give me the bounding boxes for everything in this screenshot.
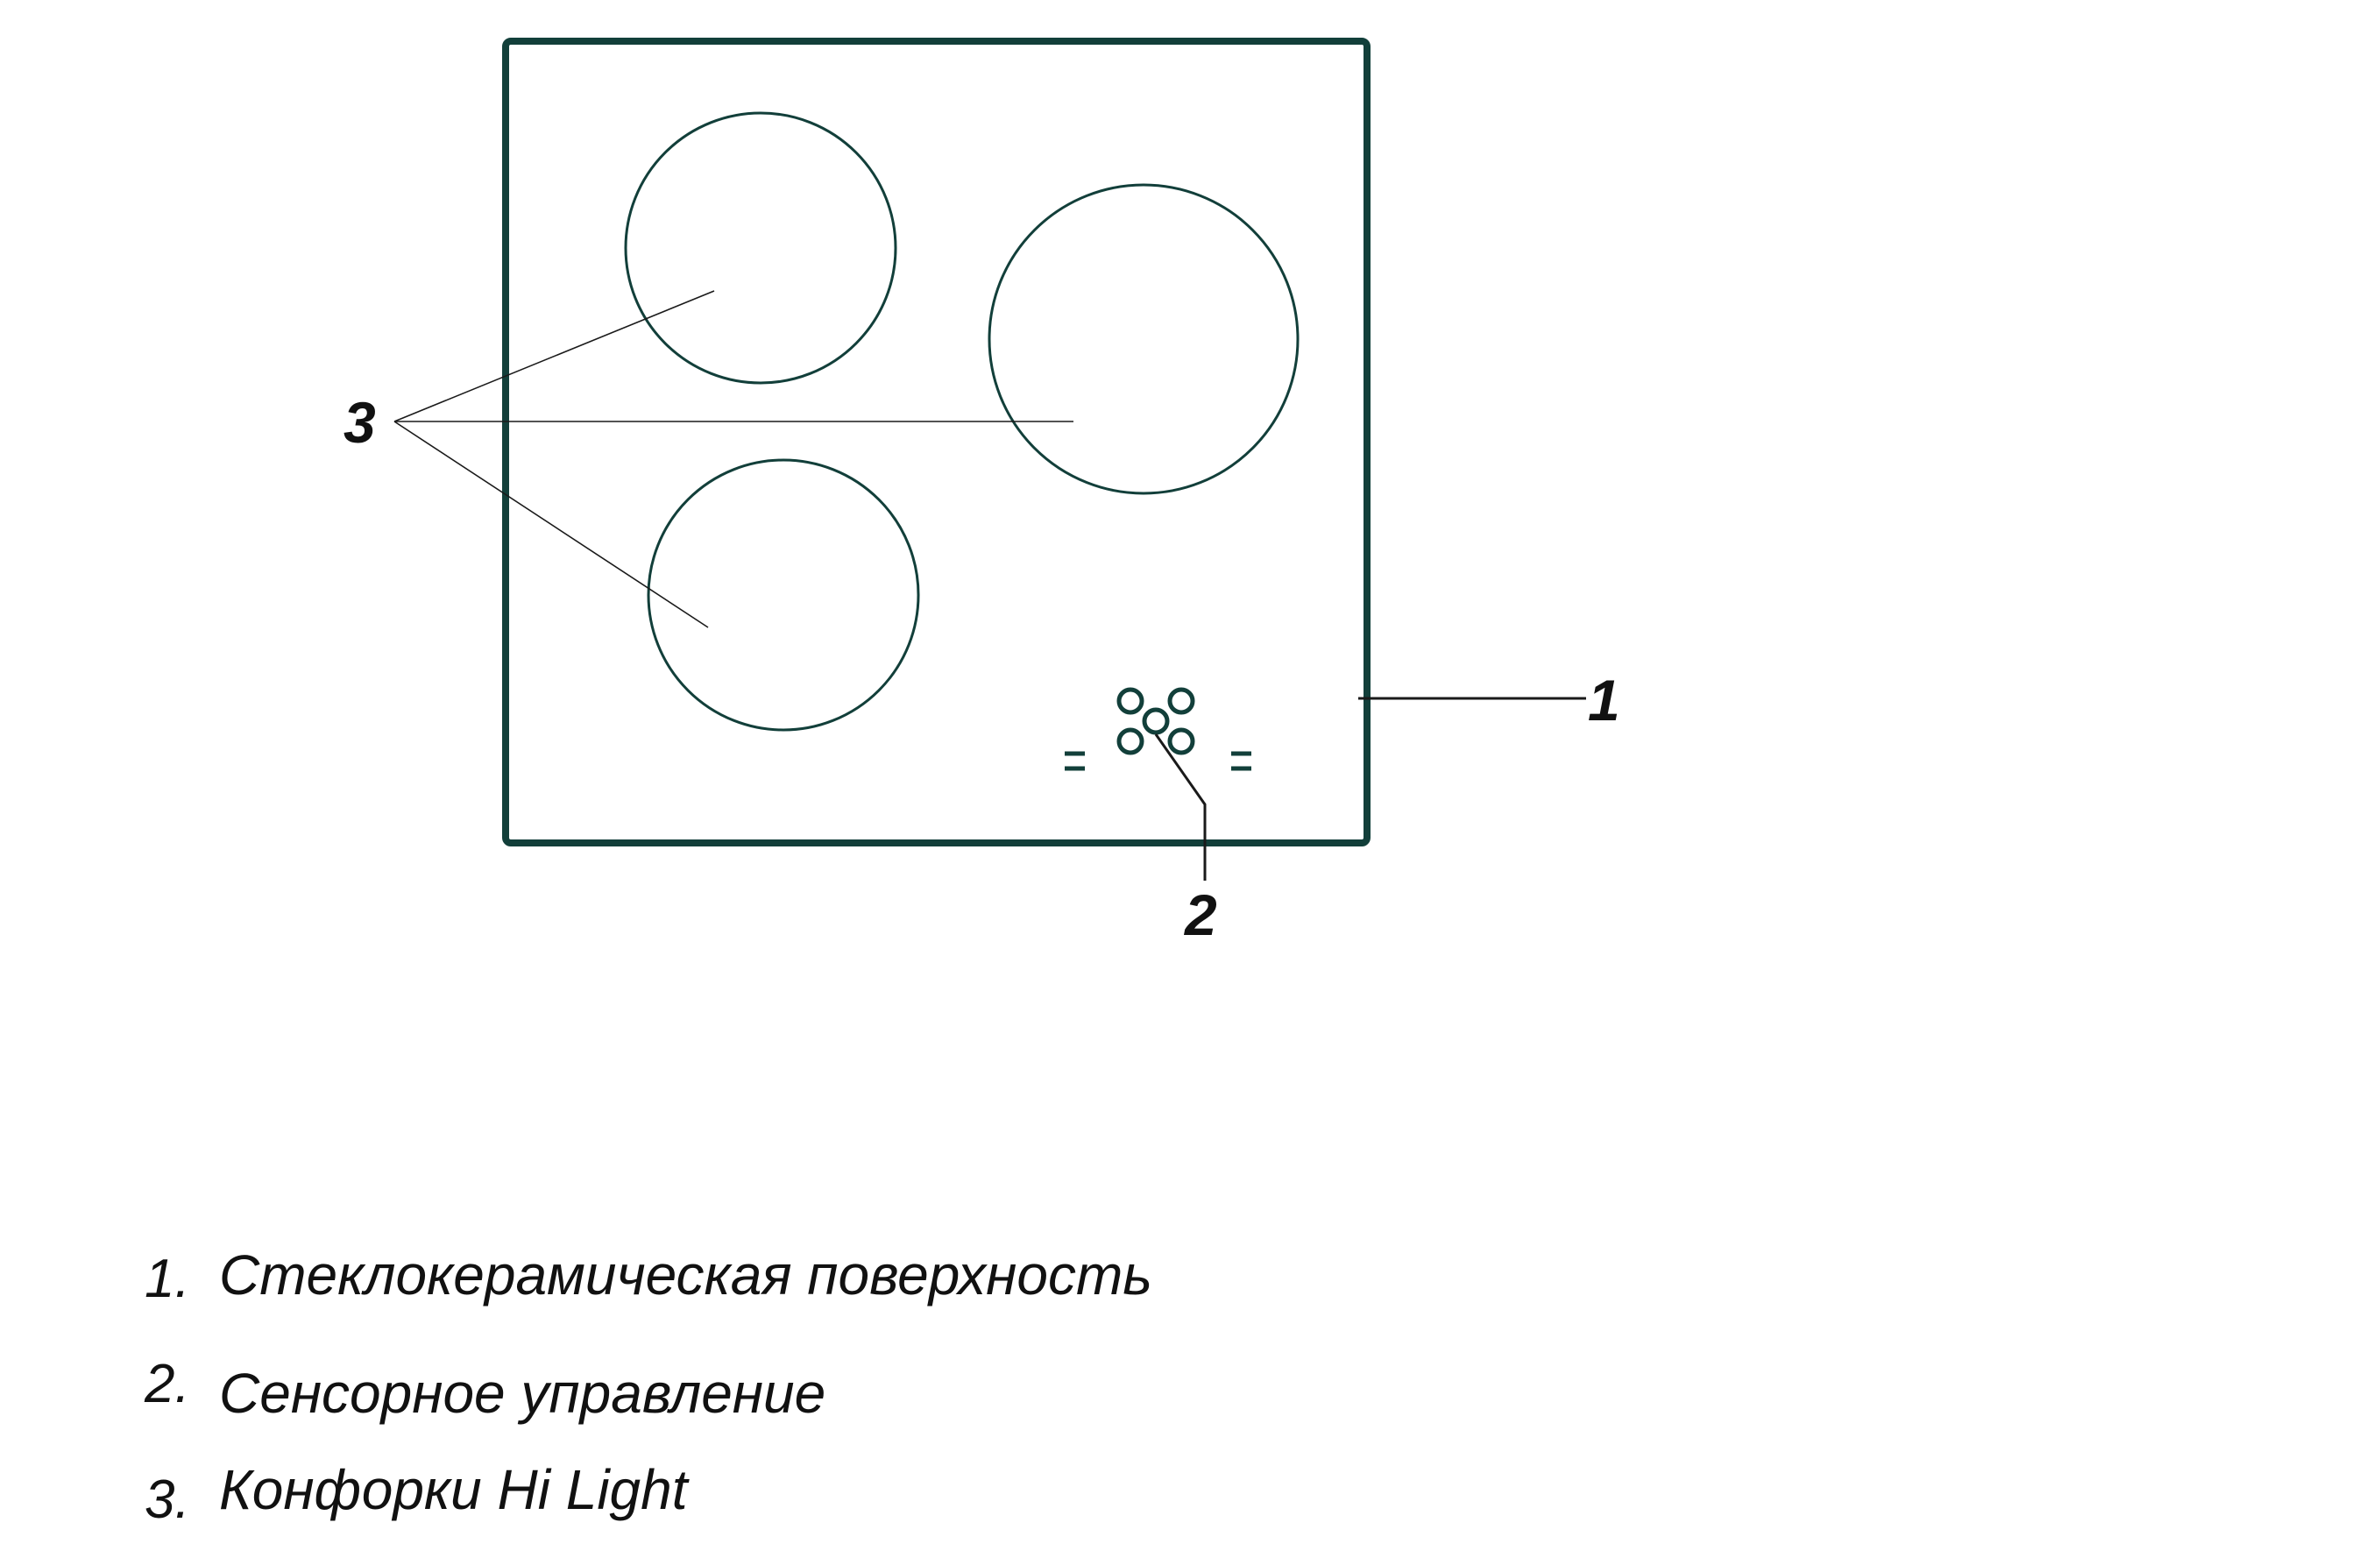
callout-surface: 1 (1588, 668, 1620, 733)
touch-slider-right-icon (1231, 751, 1251, 771)
legend-item-surface: 1. Стеклокерамическая поверхность (145, 1243, 1152, 1309)
legend-label: Сенсорное управление (219, 1362, 825, 1425)
touch-slider-left-icon (1065, 751, 1085, 771)
leader-lines-burners (393, 290, 1073, 628)
legend-number: 3. (145, 1469, 190, 1530)
burner-bottom-left-icon (647, 458, 920, 732)
touch-key-center-icon (1142, 707, 1170, 735)
touch-key-top-right-icon (1167, 687, 1195, 715)
legend-label: Конфорки Hi Light (219, 1458, 690, 1521)
legend-number: 2. (144, 1354, 190, 1414)
leader-line-controls (1154, 733, 1207, 881)
touch-key-top-left-icon (1116, 687, 1144, 715)
legend-item-burners: 3. Конфорки Hi Light (145, 1458, 690, 1530)
burner-top-left-icon (624, 111, 897, 385)
touch-control-icon (1116, 687, 1195, 755)
legend-item-controls: 2. Сенсорное управление (144, 1354, 825, 1425)
legend-label: Стеклокерамическая поверхность (219, 1243, 1152, 1307)
touch-key-bottom-left-icon (1116, 727, 1144, 755)
touch-key-bottom-right-icon (1167, 727, 1195, 755)
callout-burners: 3 (344, 390, 376, 455)
legend-number: 1. (145, 1249, 190, 1309)
cooktop-panel (502, 38, 1371, 846)
legend: 1. Стеклокерамическая поверхность 2. Сен… (144, 1243, 1152, 1530)
burner-right-icon (988, 183, 1300, 495)
callout-controls: 2 (1183, 882, 1217, 947)
